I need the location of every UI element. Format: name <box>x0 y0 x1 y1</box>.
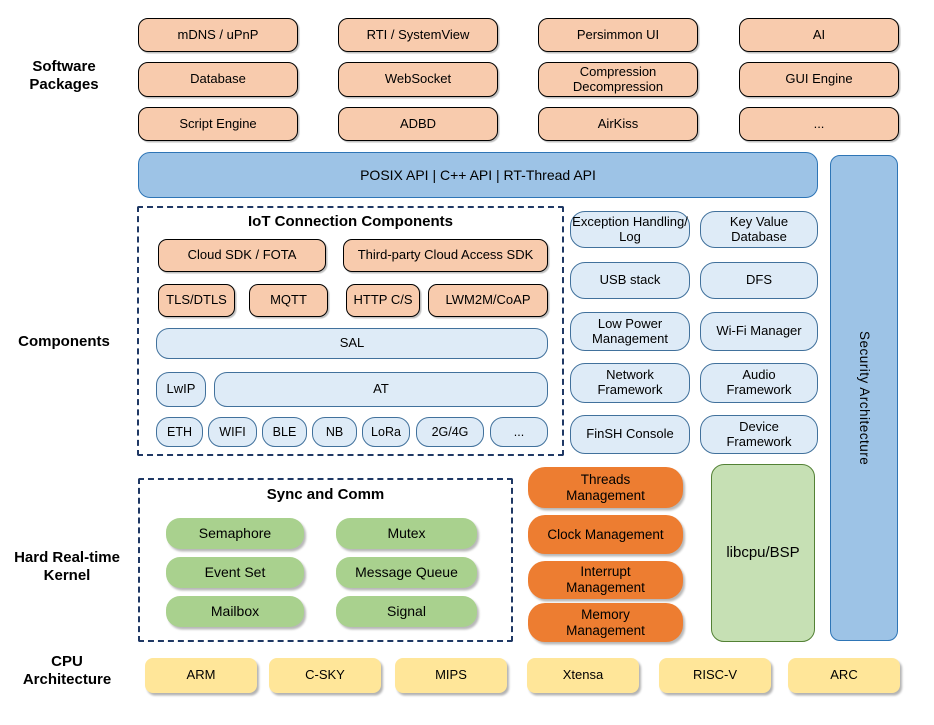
iot-link-nb: NB <box>312 417 357 447</box>
iot-link-more: ... <box>490 417 548 447</box>
kernel-box-clock-management: Clock Management <box>528 515 683 554</box>
iot-link-lora: LoRa <box>362 417 410 447</box>
kernel-box-interrupt-management: Interrupt Management <box>528 561 683 599</box>
package-box-ai: AI <box>739 18 899 52</box>
iot-box-third-party: Third-party Cloud Access SDK <box>343 239 548 272</box>
iot-link-eth: ETH <box>156 417 203 447</box>
package-box-mdns-upnp: mDNS / uPnP <box>138 18 298 52</box>
component-box-usb-stack: USB stack <box>570 262 690 299</box>
component-box-audio-framework: Audio Framework <box>700 363 818 403</box>
iot-box-sal: SAL <box>156 328 548 359</box>
iot-box-cloud-sdk: Cloud SDK / FOTA <box>158 239 326 272</box>
component-box-low-power: Low Power Management <box>570 312 690 351</box>
kernel-box-threads-management: Threads Management <box>528 467 683 508</box>
iot-link-wifi: WIFI <box>208 417 257 447</box>
sync-comm-title: Sync and Comm <box>266 486 385 503</box>
package-box-database: Database <box>138 62 298 97</box>
kernel-box-event-set: Event Set <box>166 557 304 588</box>
package-box-adbd: ADBD <box>338 107 498 141</box>
section-label-software-packages: Software Packages <box>29 58 99 93</box>
kernel-box-signal: Signal <box>336 596 477 627</box>
kernel-box-memory-management: Memory Management <box>528 603 683 642</box>
package-box-websocket: WebSocket <box>338 62 498 97</box>
section-label-components: Components <box>18 333 110 350</box>
iot-link-2g4g: 2G/4G <box>416 417 484 447</box>
package-box-rti-systemview: RTI / SystemView <box>338 18 498 52</box>
component-box-network-framework: Network Framework <box>570 363 690 403</box>
api-bar: POSIX API | C++ API | RT-Thread API <box>138 152 818 198</box>
iot-box-mqtt: MQTT <box>249 284 328 317</box>
component-box-device-framework: Device Framework <box>700 415 818 454</box>
section-label-kernel: Hard Real-time Kernel <box>14 549 120 584</box>
package-box-script-engine: Script Engine <box>138 107 298 141</box>
section-label-cpu-architecture: CPU Architecture <box>22 653 112 688</box>
iot-connection-title: IoT Connection Components <box>248 213 453 230</box>
iot-box-http-cs: HTTP C/S <box>346 284 420 317</box>
sync-comm-group <box>138 478 513 642</box>
kernel-box-mutex: Mutex <box>336 518 477 549</box>
package-box-more: ... <box>739 107 899 141</box>
package-box-airkiss: AirKiss <box>538 107 698 141</box>
iot-box-lwip: LwIP <box>156 372 206 407</box>
kernel-box-message-queue: Message Queue <box>336 557 477 588</box>
component-box-key-value-db: Key Value Database <box>700 211 818 248</box>
cpu-box-xtensa: Xtensa <box>527 658 639 693</box>
libcpu-bsp-box: libcpu/BSP <box>711 464 815 642</box>
security-architecture-label: Security Architecture <box>856 330 872 466</box>
package-box-compression: Compression Decompression <box>538 62 698 97</box>
component-box-dfs: DFS <box>700 262 818 299</box>
component-box-finsh-console: FinSH Console <box>570 415 690 454</box>
cpu-box-arc: ARC <box>788 658 900 693</box>
kernel-box-semaphore: Semaphore <box>166 518 304 549</box>
cpu-box-arm: ARM <box>145 658 257 693</box>
cpu-box-c-sky: C-SKY <box>269 658 381 693</box>
iot-box-tls-dtls: TLS/DTLS <box>158 284 235 317</box>
cpu-box-mips: MIPS <box>395 658 507 693</box>
security-architecture-bar: Security Architecture <box>830 155 898 641</box>
cpu-box-risc-v: RISC-V <box>659 658 771 693</box>
component-box-wifi-manager: Wi-Fi Manager <box>700 312 818 351</box>
iot-box-lwm2m-coap: LWM2M/CoAP <box>428 284 548 317</box>
package-box-persimmon-ui: Persimmon UI <box>538 18 698 52</box>
iot-box-at: AT <box>214 372 548 407</box>
iot-link-ble: BLE <box>262 417 307 447</box>
package-box-gui-engine: GUI Engine <box>739 62 899 97</box>
component-box-exception-log: Exception Handling/ Log <box>570 211 690 248</box>
iot-connection-group <box>137 206 564 456</box>
kernel-box-mailbox: Mailbox <box>166 596 304 627</box>
